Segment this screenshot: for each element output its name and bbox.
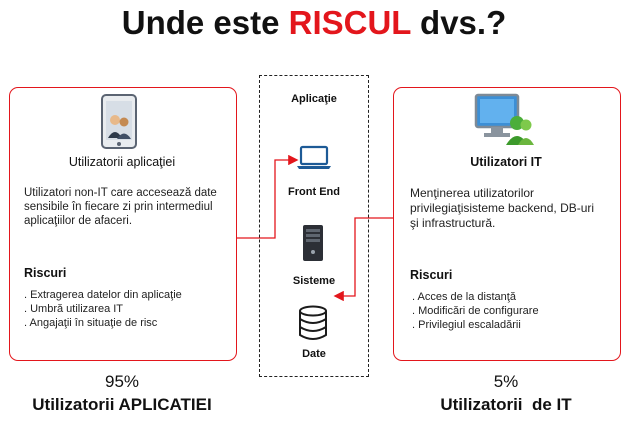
it-users-panel — [393, 87, 621, 361]
server-icon — [303, 225, 323, 261]
list-item: . Extragerea datelor din aplicaţie — [24, 289, 182, 301]
list-item: . Angajaţii în situaţie de risc — [24, 317, 158, 329]
it-users-percent: 5% — [493, 372, 519, 391]
database-icon — [299, 305, 327, 340]
application-users-description: Utilizatori non-IT care accesează date s… — [24, 187, 217, 227]
application-users-heading: Utilizatorii aplicaţiei — [68, 155, 176, 169]
title-highlight: RISCUL — [288, 4, 411, 41]
list-item: . Privilegiul escaladării — [412, 319, 521, 331]
application-users-caption: Utilizatorii APLICATIEI — [32, 395, 212, 414]
it-users-description: Menţinerea utilizatorilor privilegiaţisi… — [410, 186, 595, 230]
it-users-caption: Utilizatorii de IT — [440, 395, 572, 414]
it-risks-list: . Acces de la distanţă . Modificări de c… — [412, 290, 612, 332]
application-stack-title: Aplicaţie — [291, 93, 337, 105]
page-title: Unde este RISCUL dvs.? — [0, 4, 628, 42]
list-item: . Acces de la distanţă — [412, 291, 516, 303]
title-suffix: dvs.? — [420, 4, 507, 41]
it-users-heading: Utilizatori IT — [470, 155, 542, 169]
laptop-icon — [297, 145, 331, 169]
title-prefix: Unde este — [121, 4, 280, 41]
list-item: . Umbră utilizarea IT — [24, 303, 124, 315]
it-risks-title: Riscuri — [410, 268, 453, 282]
data-label: Date — [302, 348, 326, 360]
systems-label: Sisteme — [292, 275, 336, 287]
right-to-data-arrow — [333, 217, 393, 302]
list-item: . Modificări de configurare — [412, 305, 539, 317]
monitor-users-icon — [474, 93, 534, 145]
mobile-user-icon — [101, 94, 137, 149]
application-risks-list: . Extragerea datelor din aplicaţie . Umb… — [24, 288, 224, 330]
application-stack-panel — [259, 75, 369, 377]
left-to-frontend-arrow — [235, 154, 299, 239]
frontend-label: Front End — [288, 186, 340, 198]
application-risks-title: Riscuri — [24, 266, 67, 280]
application-users-percent: 95% — [104, 372, 140, 391]
